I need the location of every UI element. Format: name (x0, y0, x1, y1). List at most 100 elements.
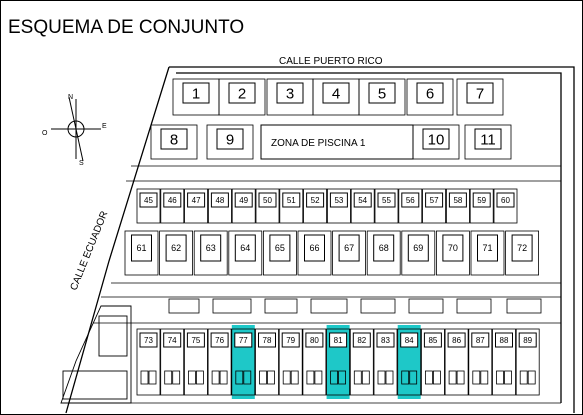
unit-2[interactable]: 2 (218, 78, 266, 116)
garage-mark (353, 370, 362, 385)
unit-number: 76 (215, 336, 224, 345)
unit-70[interactable]: 70 (435, 230, 470, 276)
unit-outline (278, 328, 303, 396)
unit-73[interactable]: 73 (136, 328, 161, 396)
unit-69[interactable]: 69 (401, 230, 436, 276)
unit-86[interactable]: 86 (444, 328, 469, 396)
unit-outline (470, 230, 505, 276)
unit-number: 52 (311, 196, 320, 205)
unit-number: 8 (170, 131, 178, 148)
unit-1[interactable]: 1 (172, 78, 220, 116)
unit-78[interactable]: 78 (255, 328, 279, 396)
unit-46[interactable]: 46 (160, 188, 185, 224)
unit-4[interactable]: 4 (312, 78, 360, 116)
unit-number: 6 (426, 85, 434, 102)
unit-76[interactable]: 76 (207, 328, 232, 396)
unit-81[interactable]: 81 (326, 325, 351, 399)
unit-number: 89 (523, 336, 532, 345)
unit-number-box (305, 332, 324, 348)
unit-outline (401, 230, 436, 276)
unit-87[interactable]: 87 (468, 328, 493, 396)
compass-rose (51, 96, 101, 162)
unit-55[interactable]: 55 (374, 188, 399, 224)
unit-9[interactable]: 9 (206, 124, 254, 160)
garage-mark (338, 370, 347, 385)
unit-67[interactable]: 67 (332, 230, 367, 276)
unit-number-box (400, 332, 419, 348)
unit-11[interactable]: 11 (464, 124, 512, 160)
unit-49[interactable]: 49 (231, 188, 256, 224)
unit-77[interactable]: 77 (231, 325, 256, 399)
unit-68[interactable]: 68 (366, 230, 401, 276)
unit-45[interactable]: 45 (136, 188, 161, 224)
unit-number: 61 (136, 243, 146, 253)
unit-number-box (368, 82, 396, 104)
unit-64[interactable]: 64 (228, 230, 263, 276)
unit-number: 2 (238, 85, 246, 102)
unit-50[interactable]: 50 (255, 188, 280, 224)
compass-e: E (102, 123, 107, 130)
unit-72[interactable]: 72 (505, 230, 540, 276)
unit-number-box (472, 192, 491, 208)
garage-mark (448, 370, 457, 385)
unit-outline (303, 188, 328, 224)
unit-number-box (477, 234, 498, 262)
unit-number-box (447, 332, 466, 348)
unit-71[interactable]: 71 (470, 230, 505, 276)
unit-51[interactable]: 51 (279, 188, 304, 224)
unit-89[interactable]: 89 (515, 328, 540, 396)
unit-5[interactable]: 5 (358, 78, 406, 116)
unit-59[interactable]: 59 (469, 188, 494, 224)
unit-74[interactable]: 74 (160, 328, 185, 396)
unit-85[interactable]: 85 (420, 328, 445, 396)
unit-outline (505, 230, 540, 276)
unit-number: 77 (239, 336, 248, 345)
unit-58[interactable]: 58 (445, 188, 470, 224)
unit-outline (358, 78, 406, 116)
unit-61[interactable]: 61 (124, 230, 159, 276)
unit-75[interactable]: 75 (183, 328, 208, 396)
unit-48[interactable]: 48 (207, 188, 232, 224)
unit-79[interactable]: 79 (278, 328, 303, 396)
unit-outline (493, 188, 518, 224)
unit-outline (193, 230, 228, 276)
unit-57[interactable]: 57 (422, 188, 447, 224)
unit-number: 11 (480, 131, 496, 148)
unit-outline (160, 188, 185, 224)
unit-number-box (329, 192, 348, 208)
unit-53[interactable]: 53 (326, 188, 351, 224)
unit-66[interactable]: 66 (297, 230, 332, 276)
garage-mark (432, 370, 441, 385)
unit-80[interactable]: 80 (302, 328, 327, 396)
unit-82[interactable]: 82 (349, 328, 374, 396)
unit-outline (420, 328, 445, 396)
garage-mark (330, 370, 339, 385)
unit-number: 50 (263, 196, 272, 205)
unit-47[interactable]: 47 (184, 188, 209, 224)
unit-3[interactable]: 3 (266, 78, 314, 116)
unit-83[interactable]: 83 (373, 328, 398, 396)
unit-outline (332, 230, 367, 276)
unit-88[interactable]: 88 (492, 328, 516, 396)
unit-54[interactable]: 54 (350, 188, 375, 224)
unit-number: 4 (332, 85, 340, 102)
unit-number: 48 (215, 196, 224, 205)
unit-outline (422, 188, 447, 224)
unit-84[interactable]: 84 (397, 325, 422, 399)
unit-outline (406, 78, 454, 116)
unit-outline (302, 328, 327, 396)
unit-63[interactable]: 63 (193, 230, 228, 276)
unit-number: 66 (309, 243, 319, 253)
unit-number-box (306, 192, 325, 208)
unit-10[interactable]: 10 (412, 124, 460, 160)
unit-8[interactable]: 8 (150, 124, 198, 160)
unit-number-box (163, 332, 182, 348)
unit-6[interactable]: 6 (406, 78, 454, 116)
unit-60[interactable]: 60 (493, 188, 518, 224)
unit-65[interactable]: 65 (262, 230, 297, 276)
garage-mark (235, 370, 244, 385)
unit-62[interactable]: 62 (159, 230, 194, 276)
unit-56[interactable]: 56 (398, 188, 423, 224)
unit-7[interactable]: 7 (456, 78, 504, 116)
unit-52[interactable]: 52 (303, 188, 328, 224)
